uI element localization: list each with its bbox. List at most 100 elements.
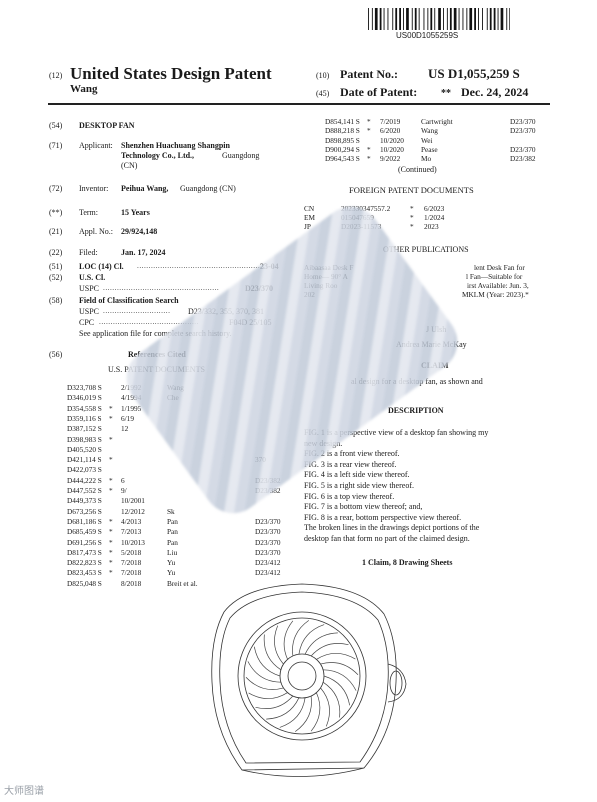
- ref-class: D23/382: [255, 486, 281, 495]
- patent-type-title: United States Design Patent: [70, 64, 272, 83]
- ref-cited-by-examiner: *: [109, 403, 113, 413]
- foreign-number: D2023-11573: [341, 222, 382, 231]
- field-56-code: (56): [49, 350, 63, 359]
- fan-blade: [248, 692, 288, 700]
- ref-date: 12: [121, 424, 129, 434]
- ref-cited-by-examiner: *: [109, 537, 113, 547]
- search-cpc-value: F04D 25/105: [229, 318, 272, 327]
- description-line: FIG. 2 is a front view thereof.: [304, 449, 400, 459]
- fan-blade: [245, 676, 284, 690]
- uspc-dots: ........................................…: [103, 283, 220, 292]
- date-of-patent-label: Date of Patent:: [340, 85, 418, 99]
- description-line: FIG. 6 is a top view thereof.: [304, 491, 395, 501]
- description-line: FIG. 5 is a right side view thereof.: [304, 481, 414, 490]
- term-code: (**): [49, 208, 63, 217]
- ref-name: Pan: [167, 527, 178, 537]
- us-patent-documents-title: U.S. PATENT DOCUMENTS: [108, 365, 205, 374]
- description-line: FIG. 4 is a left side view thereof.: [304, 470, 410, 480]
- ref-number: D691,256 S: [67, 537, 102, 547]
- loc-class-value: 23-04: [260, 262, 279, 271]
- description-line: FIG. 1 is a perspective view of a deskto…: [304, 428, 489, 437]
- ref-name: Wei: [421, 135, 433, 145]
- fan-blade: [323, 669, 357, 691]
- ref-number: D673,256 S: [67, 506, 102, 516]
- ref-name: Mo: [421, 154, 432, 164]
- field-21-code: (21): [49, 227, 63, 236]
- ref-date: 10/2001: [121, 496, 145, 506]
- fan-blade: [247, 661, 281, 683]
- examiner-fragment: J Ulsh: [426, 325, 447, 334]
- applicant-country: (CN): [121, 161, 138, 170]
- ref-date: 6: [121, 475, 125, 485]
- search-cpc-label: CPC: [79, 318, 95, 327]
- ref-number: D825,048 S: [67, 578, 102, 588]
- field-51-code: (51): [49, 262, 63, 271]
- claim-title: CLAIM: [421, 361, 449, 370]
- ref-date: 9/2022: [380, 154, 401, 164]
- ref-name: Cartwright: [421, 117, 453, 126]
- applicant-label: Applicant:: [79, 141, 113, 150]
- header-code-10: (10): [316, 71, 330, 80]
- description-title: DESCRIPTION: [388, 406, 444, 415]
- patent-date: Dec. 24, 2024: [461, 85, 529, 99]
- foreign-date: 2023: [424, 222, 439, 231]
- ref-cited-by-examiner: *: [109, 516, 113, 526]
- ref-cited-by-examiner: *: [109, 568, 113, 578]
- other-pub-line3-right: irst Available: Jun. 3,: [467, 281, 529, 290]
- fan-blade: [292, 620, 310, 657]
- search-history-note: See application file for complete search…: [79, 329, 232, 338]
- fan-blade: [322, 681, 341, 718]
- ref-number: D900,294 S: [325, 144, 360, 154]
- ref-number: D421,114 S: [67, 455, 102, 465]
- ref-date: 5/2018: [121, 547, 142, 557]
- patent-no-label: Patent No.:: [340, 67, 398, 81]
- ref-name: Wang: [421, 126, 438, 136]
- design-title: DESKTOP FAN: [79, 121, 135, 130]
- ref-class: D23/370: [255, 527, 281, 537]
- ref-name: Pan: [167, 537, 178, 547]
- ref-number: D398,983 S: [67, 434, 102, 444]
- loc-class-label: LOC (14) Cl.: [79, 262, 124, 271]
- other-pub-line4-left: 202: [304, 290, 315, 299]
- search-uspc-label: USPC: [79, 307, 100, 316]
- ref-name: Wang: [167, 383, 184, 392]
- fan-blade: [316, 652, 356, 660]
- search-cpc-dots: ........................................…: [99, 317, 199, 326]
- fan-blade: [310, 642, 349, 657]
- header-rule: [48, 103, 550, 105]
- ref-date: 10/2020: [380, 135, 404, 145]
- ref-class: D23/370: [255, 516, 281, 526]
- ref-name: Che: [167, 393, 179, 403]
- ref-number: D447,552 S: [67, 486, 102, 495]
- ref-date: 7/2018: [121, 558, 142, 568]
- header-code-45: (45): [316, 89, 330, 98]
- description-line: FIG. 3 is a rear view thereof.: [304, 459, 397, 469]
- ref-number: D346,019 S: [67, 393, 102, 403]
- ref-name: Liu: [167, 547, 178, 557]
- other-pub-line2-right: l Fan—Suitable for: [466, 272, 523, 281]
- ref-cited-by-examiner: *: [109, 527, 113, 537]
- ref-class: D23/412: [255, 568, 281, 578]
- ref-class: D23/370: [510, 117, 536, 126]
- fan-blade: [304, 632, 338, 655]
- ref-number: D888,218 S: [325, 126, 360, 136]
- ref-number: D444,222 S: [67, 475, 102, 485]
- ref-cited-by-examiner: *: [109, 455, 113, 465]
- ref-number: D359,116 S: [67, 413, 102, 423]
- fan-blade: [298, 624, 325, 655]
- claim-text: al design for a desktop fan, as shown an…: [351, 377, 483, 386]
- ref-number: D681,186 S: [67, 516, 102, 526]
- fan-blade: [255, 695, 294, 710]
- ref-class: D23/370: [510, 144, 536, 154]
- ref-date: 6/2020: [380, 126, 401, 136]
- loc-dots: ........................................…: [137, 261, 265, 270]
- ref-cited-by-examiner: *: [367, 117, 371, 126]
- ref-number: D854,141 S: [325, 117, 360, 126]
- filed-label: Filed:: [79, 248, 98, 257]
- barcode-number: US00D1055259S: [396, 31, 459, 40]
- ref-name: Sk: [167, 506, 175, 516]
- inventor-surname: Wang: [70, 83, 98, 95]
- fan-illustration: [211, 583, 407, 777]
- date-marker: **: [441, 88, 451, 99]
- term-label: Term:: [79, 208, 98, 217]
